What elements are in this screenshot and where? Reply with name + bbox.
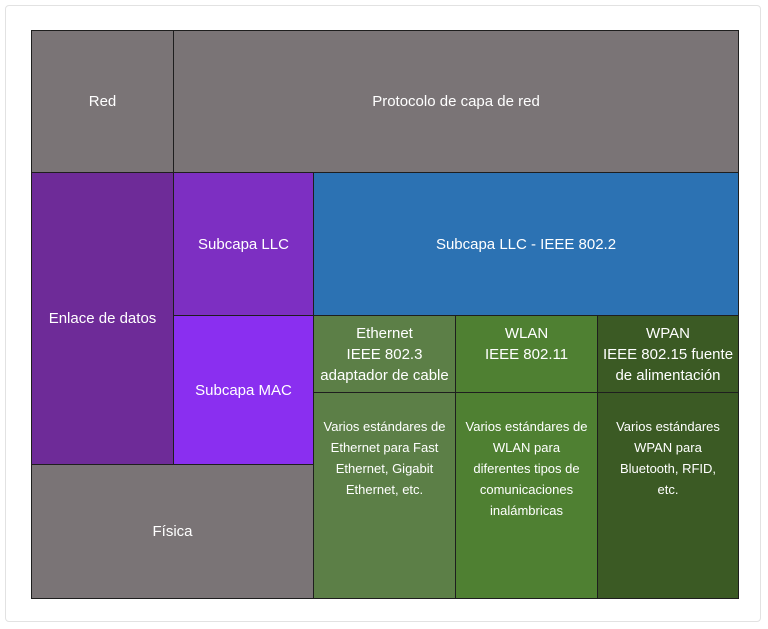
wpan-standard-header: WPAN IEEE 802.15 fuente de alimentación: [597, 315, 739, 393]
ethernet-standard-header: Ethernet IEEE 802.3 adaptador de cable: [313, 315, 456, 393]
llc-ieee-802-2: Subcapa LLC - IEEE 802.2: [313, 172, 739, 316]
layer-red: Red: [31, 30, 174, 173]
network-layer-protocol: Protocolo de capa de red: [173, 30, 739, 173]
wpan-standard-description: Varios estándares WPAN para Bluetooth, R…: [597, 392, 739, 599]
layer-physical: Física: [31, 464, 314, 599]
llc-sublayer: Subcapa LLC: [173, 172, 314, 316]
ethernet-standard-description: Varios estándares de Ethernet para Fast …: [313, 392, 456, 599]
wlan-standard-description: Varios estándares de WLAN para diferente…: [455, 392, 598, 599]
layer-data-link: Enlace de datos: [31, 172, 174, 465]
osi-layer-diagram: Red Protocolo de capa de red Enlace de d…: [31, 30, 739, 599]
mac-sublayer: Subcapa MAC: [173, 315, 314, 465]
wlan-standard-header: WLAN IEEE 802.11: [455, 315, 598, 393]
